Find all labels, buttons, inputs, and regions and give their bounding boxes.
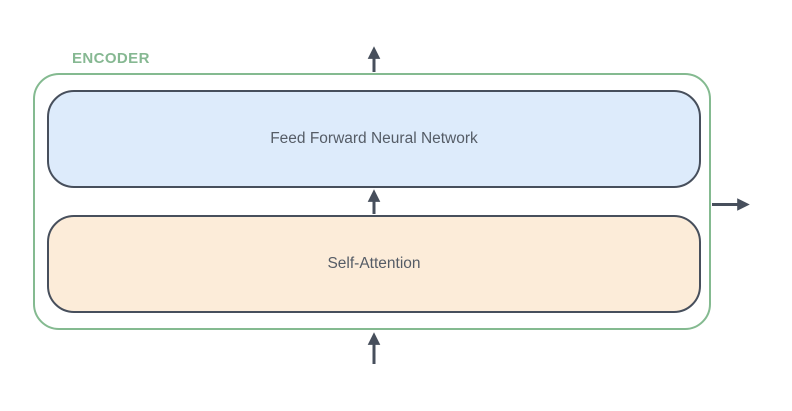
feed-forward-block-label: Feed Forward Neural Network [270,130,478,147]
self-attention-block: Self-Attention [47,215,701,313]
self-attention-block-label: Self-Attention [327,255,421,272]
feed-forward-block: Feed Forward Neural Network [47,90,701,188]
encoder-label: ENCODER [72,50,150,67]
